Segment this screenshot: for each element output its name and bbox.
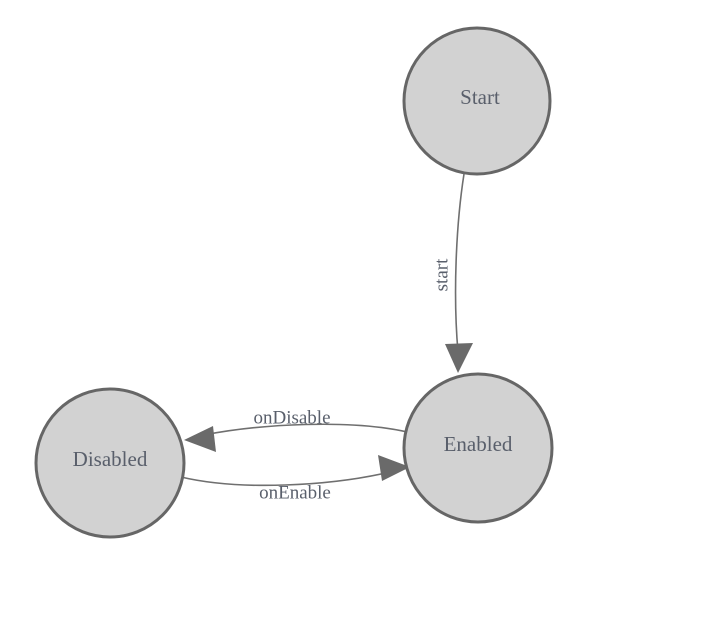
node-enabled-label: Enabled <box>444 432 513 456</box>
edge-start-to-enabled-arrowhead <box>445 343 473 373</box>
edge-enabled-to-disabled-arrowhead <box>184 426 216 452</box>
edge-disabled-to-enabled-path <box>180 471 391 487</box>
node-start[interactable]: Start <box>402 26 552 176</box>
edge-start-to-enabled-path <box>454 173 465 353</box>
edge-disabled-to-enabled[interactable]: onEnable <box>180 455 410 503</box>
node-enabled-circle <box>402 372 554 524</box>
edge-start-to-enabled-label: start <box>431 258 452 291</box>
node-disabled-circle <box>34 387 186 539</box>
node-start-circle <box>402 26 552 176</box>
edge-start-to-enabled[interactable]: start <box>431 173 473 373</box>
edge-disabled-to-enabled-label: onEnable <box>259 482 331 503</box>
edge-enabled-to-disabled-label: onDisable <box>253 407 330 428</box>
edge-enabled-to-disabled[interactable]: onDisable <box>184 407 408 452</box>
node-start-label: Start <box>460 85 500 109</box>
node-enabled[interactable]: Enabled <box>402 372 554 524</box>
node-disabled[interactable]: Disabled <box>34 387 186 539</box>
edge-enabled-to-disabled-path <box>203 423 408 436</box>
edge-disabled-to-enabled-arrowhead <box>378 455 410 481</box>
node-disabled-label: Disabled <box>73 447 148 471</box>
